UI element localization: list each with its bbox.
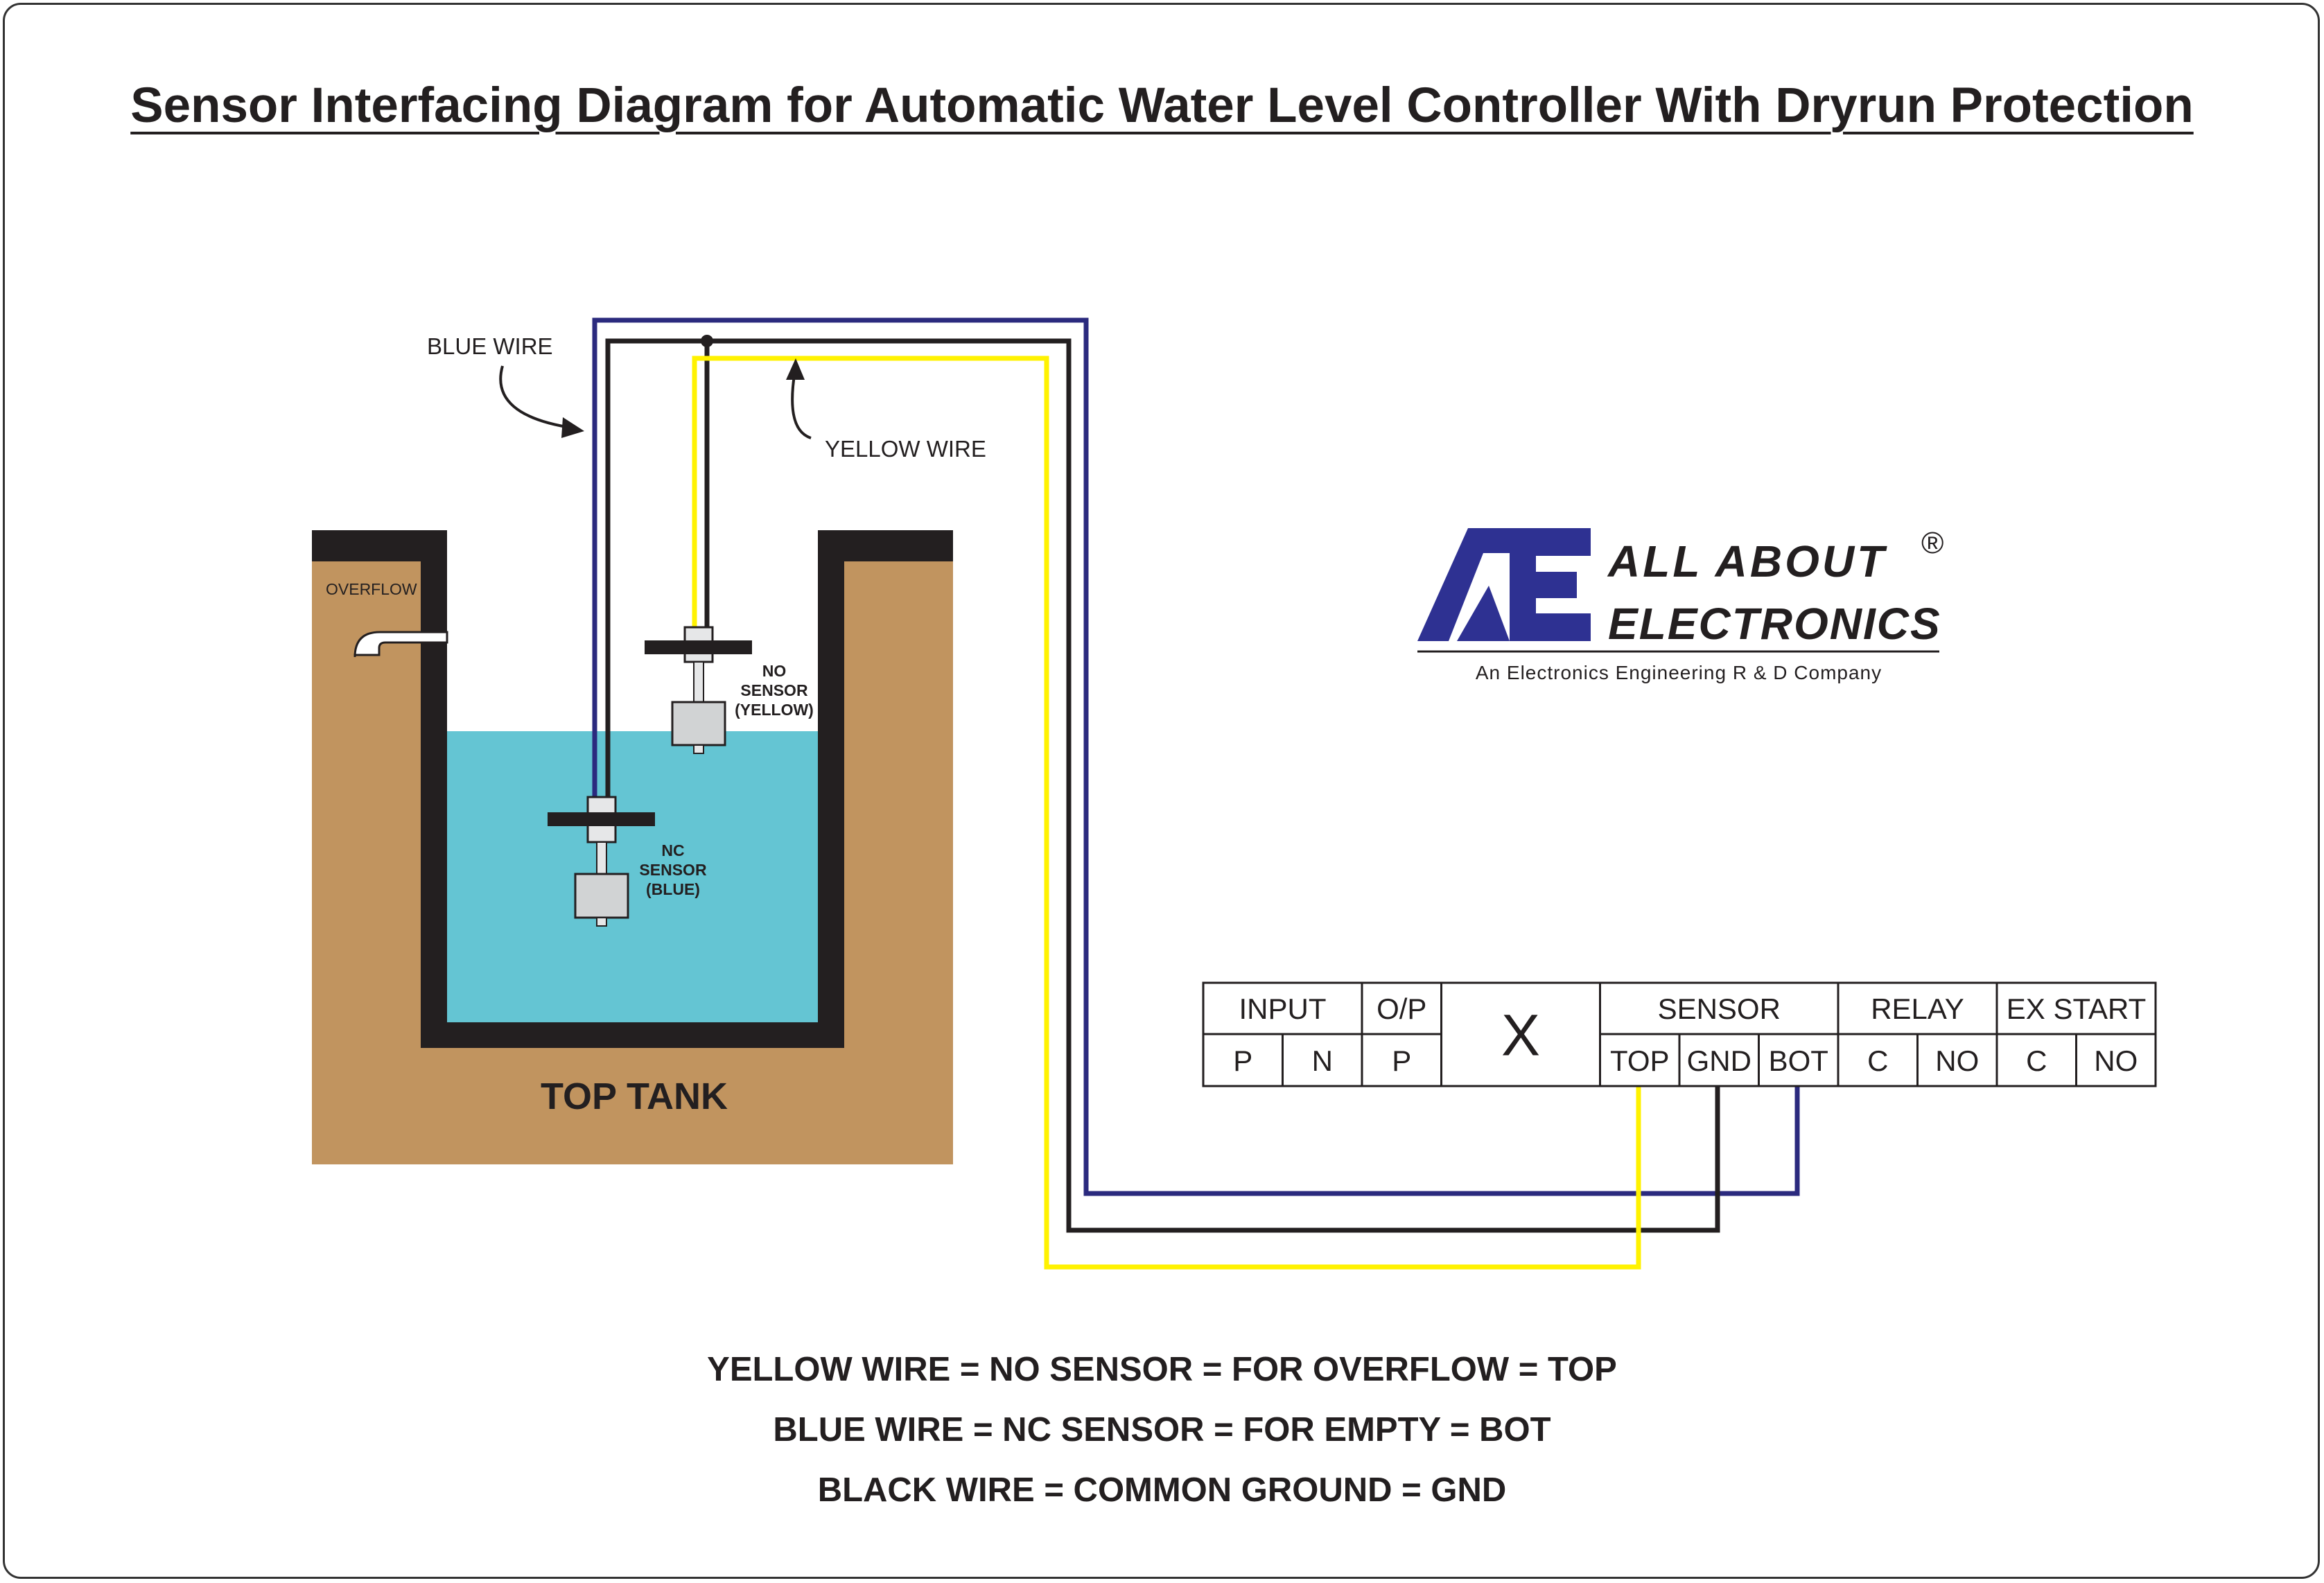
no-sensor-stem [693, 661, 704, 704]
legend-line-black: BLACK WIRE = COMMON GROUND = GND [817, 1471, 1507, 1509]
blue-wire-callout-arrowhead [561, 417, 584, 438]
no-sensor-label-line2: SENSOR [740, 681, 808, 699]
terminal-input-p: P [1233, 1044, 1252, 1077]
black-wire [605, 338, 1720, 1233]
terminal-sensor-top: TOP [1610, 1044, 1670, 1077]
logo-registered-mark: ® [1921, 526, 1943, 560]
nc-sensor-mount-plate [548, 812, 655, 826]
overflow-label: OVERFLOW [326, 580, 417, 598]
logo-a-inner [1457, 586, 1510, 641]
top-tank: OVERFLOW TOP TANK [312, 530, 953, 1164]
terminal-header-sensor: SENSOR [1658, 992, 1781, 1025]
overflow-pipe [353, 631, 448, 658]
terminal-o-p-p: P [1392, 1044, 1411, 1077]
no-sensor-float [671, 701, 726, 746]
no-sensor-tip [693, 744, 704, 754]
nc-sensor-float [574, 873, 629, 919]
logo-line1: ALL ABOUT [1607, 536, 1887, 586]
terminal-header-ex-start: EX START [2007, 992, 2147, 1025]
terminal-group-x [1440, 981, 1601, 1087]
tank-air-space [447, 530, 818, 731]
no-sensor: NO SENSOR (YELLOW) [645, 626, 814, 754]
no-sensor-label-line1: NO [762, 662, 787, 680]
terminal-block: INPUT P N O/P P X SENSOR TOP GND BOT RELAY C NO EX ST… [1202, 981, 2157, 1087]
tank-wall [312, 530, 953, 1048]
all-about-electronics-logo: ALL ABOUT ® ELECTRONICS An Electronics E… [1417, 526, 1943, 683]
blue-wire [592, 317, 1800, 1196]
terminal-header-o-p: O/P [1377, 992, 1426, 1025]
terminal-ex-start-c: C [2026, 1044, 2047, 1077]
blue-wire-callout: BLUE WIRE [427, 333, 553, 359]
yellow-wire-callout-arrowhead [786, 358, 805, 380]
terminal-sensor-gnd: GND [1687, 1044, 1751, 1077]
nc-sensor-label-line1: NC [661, 841, 684, 859]
nc-sensor-tip [596, 917, 607, 927]
wires [592, 317, 1800, 1270]
legend-line-yellow: YELLOW WIRE = NO SENSOR = FOR OVERFLOW =… [707, 1351, 1617, 1388]
tank-water [447, 731, 818, 1022]
tank-label: TOP TANK [541, 1076, 728, 1117]
logo-a-left [1417, 528, 1510, 641]
blue-wire-callout-line [499, 365, 576, 430]
callouts: BLUE WIRE YELLOW WIRE [427, 333, 986, 462]
terminal-input-n: N [1312, 1044, 1333, 1077]
logo-e-spine [1510, 528, 1536, 641]
nc-sensor-label-line3: (BLUE) [646, 880, 700, 898]
wire-junction [701, 335, 713, 347]
terminal-header-input: INPUT [1239, 992, 1327, 1025]
diagram-title: Sensor Interfacing Diagram for Automatic… [130, 78, 2194, 133]
terminal-ex-start-no: NO [2094, 1044, 2138, 1077]
logo-tagline: An Electronics Engineering R & D Company [1476, 662, 1882, 683]
yellow-wire [692, 356, 1641, 1270]
terminal-relay-no: NO [1935, 1044, 1979, 1077]
nc-sensor: NC SENSOR (BLUE) [548, 796, 707, 927]
legend-line-blue: BLUE WIRE = NC SENSOR = FOR EMPTY = BOT [773, 1411, 1551, 1449]
terminal-header-x: X [1501, 1003, 1540, 1068]
diagram-frame [3, 3, 2320, 1579]
terminal-sensor-bot: BOT [1769, 1044, 1828, 1077]
no-sensor-label-line3: (YELLOW) [735, 701, 814, 719]
logo-line2: ELECTRONICS [1608, 599, 1941, 649]
nc-sensor-label-line2: SENSOR [639, 861, 707, 879]
nc-sensor-stem [596, 841, 607, 875]
yellow-wire-callout: YELLOW WIRE [825, 436, 986, 462]
terminal-relay-c: C [1867, 1044, 1888, 1077]
no-sensor-mount-plate [645, 640, 752, 654]
terminal-header-relay: RELAY [1871, 992, 1964, 1025]
yellow-wire-callout-line [791, 370, 812, 439]
